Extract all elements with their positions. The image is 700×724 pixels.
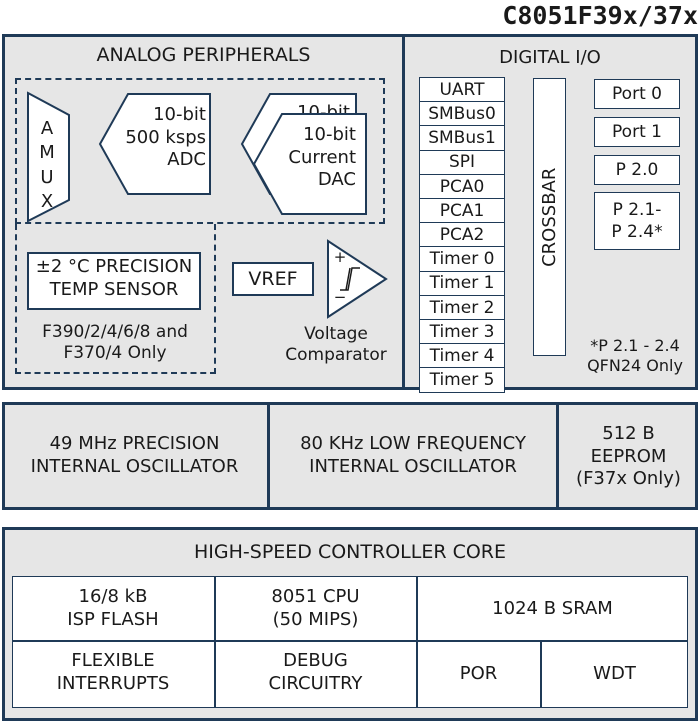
sram-cell: 1024 B SRAM [492, 598, 613, 619]
eeprom-label: 512 B EEPROM (F37x Only) [576, 423, 681, 489]
amux-shape [27, 91, 70, 223]
core-title: HIGH-SPEED CONTROLLER CORE [194, 541, 506, 563]
peripheral-item: Timer 3 [419, 319, 505, 345]
peripheral-item: Timer 5 [419, 367, 505, 394]
core-vline-2 [416, 576, 418, 708]
core-vline-1 [214, 576, 216, 708]
temp-sensor-note: F390/2/4/6/8 and F370/4 Only [42, 322, 188, 364]
cpu-cell: 8051 CPU (50 MIPS) [271, 586, 360, 630]
peripheral-item: SPI [419, 149, 505, 176]
comparator-minus: − [333, 288, 347, 306]
flash-cell: 16/8 kB ISP FLASH [67, 586, 159, 630]
adc-label: 10-bit 500 ksps ADC [125, 104, 206, 170]
port-box: P 2.0 [594, 155, 680, 185]
osc-divider-2 [556, 404, 559, 508]
port-box: Port 0 [594, 79, 680, 109]
comparator-label: Voltage Comparator [285, 324, 387, 366]
adc-shape [98, 93, 211, 195]
peripheral-item: SMBus1 [419, 125, 505, 152]
vref-box: VREF [232, 262, 314, 296]
port-box: Port 1 [594, 117, 680, 147]
port-box: P 2.1- P 2.4* [594, 192, 680, 250]
hf-oscillator-label: 49 MHz PRECISION INTERNAL OSCILLATOR [30, 433, 239, 477]
comparator-plus: + [333, 248, 347, 266]
interrupts-cell: FLEXIBLE INTERRUPTS [56, 650, 170, 694]
dac-label: 10-bit Current DAC [288, 124, 356, 190]
analog-title: ANALOG PERIPHERALS [96, 44, 311, 66]
lf-oscillator-label: 80 KHz LOW FREQUENCY INTERNAL OSCILLATOR [300, 433, 526, 477]
peripheral-item: SMBus0 [419, 101, 505, 127]
comparator-icon [327, 239, 388, 319]
peripheral-item: Timer 2 [419, 294, 505, 321]
debug-cell: DEBUG CIRCUITRY [268, 650, 363, 694]
wdt-cell: WDT [593, 663, 636, 684]
temp-sensor-region [15, 224, 216, 374]
peripheral-item: UART [419, 77, 505, 103]
peripheral-item: Timer 1 [419, 270, 505, 297]
crossbar-label: CROSSBAR [538, 167, 560, 267]
core-hline [12, 640, 688, 642]
amux-label: A M U X [39, 118, 55, 212]
core-table [12, 576, 688, 708]
adc-dac-region [15, 78, 385, 224]
crossbar-box [533, 78, 566, 356]
dac-shape [252, 113, 367, 215]
peripheral-item: PCA1 [419, 198, 505, 224]
peripheral-item: Timer 4 [419, 343, 505, 369]
osc-divider-1 [267, 404, 270, 508]
oscillator-row [2, 402, 698, 510]
digital-title: DIGITAL I/O [499, 47, 601, 68]
por-cell: POR [459, 663, 498, 684]
peripheral-item: PCA2 [419, 222, 505, 248]
peripheral-item: PCA0 [419, 173, 505, 200]
peripheral-item: Timer 0 [419, 246, 505, 273]
digital-footnote: *P 2.1 - 2.4 QFN24 Only [587, 336, 683, 375]
temp-sensor-label: ±2 °C PRECISION TEMP SENSOR [35, 256, 193, 300]
chip-title: C8051F39x/37x [502, 1, 698, 30]
core-vline-3 [540, 641, 542, 708]
temp-sensor-box [27, 252, 201, 310]
